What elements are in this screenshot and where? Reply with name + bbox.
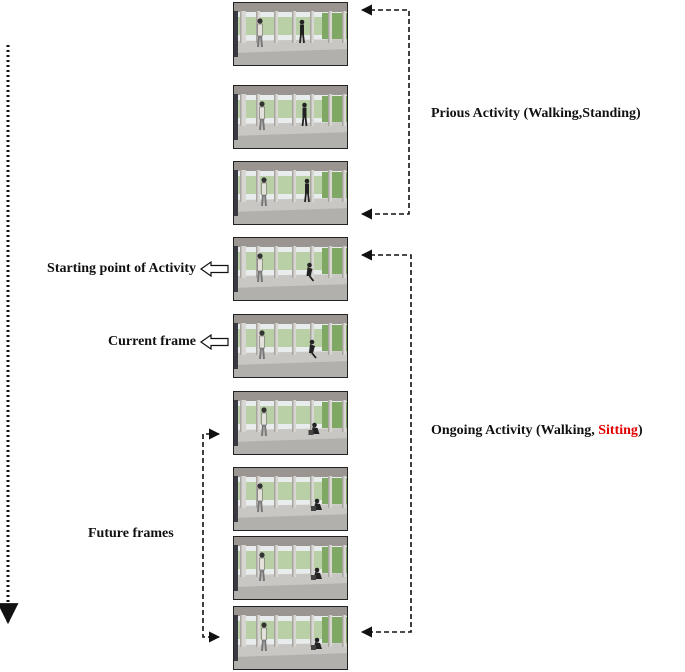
future-frames-label: Future frames [88, 526, 174, 541]
video-frame-7 [233, 467, 348, 531]
future-frames-bracket [202, 428, 221, 643]
starting-point-label: Starting point of Activity [47, 261, 196, 276]
video-frame-2 [233, 85, 348, 149]
video-frame-8 [233, 536, 348, 600]
video-frame-4 [233, 237, 348, 301]
video-frame-6 [233, 391, 348, 455]
ongoing-activity-prefix: Ongoing Activity (Walking, [431, 423, 599, 438]
video-frame-3 [233, 161, 348, 225]
previous-activity-bracket [360, 4, 410, 220]
video-frame-9 [233, 606, 348, 670]
ongoing-activity-suffix: ) [637, 423, 643, 438]
current-frame-label: Current frame [108, 334, 196, 349]
ongoing-activity-highlight: Sitting [598, 423, 638, 438]
video-frame-1 [233, 2, 348, 66]
ongoing-activity-bracket [360, 249, 412, 638]
ongoing-activity-label: Ongoing Activity (Walking, Sitting) [431, 423, 643, 439]
video-frame-5 [233, 314, 348, 378]
starting-point-pointer-icon [199, 260, 229, 278]
previous-activity-label: Prious Activity (Walking,Standing) [431, 106, 641, 121]
current-frame-pointer-icon [199, 333, 229, 351]
